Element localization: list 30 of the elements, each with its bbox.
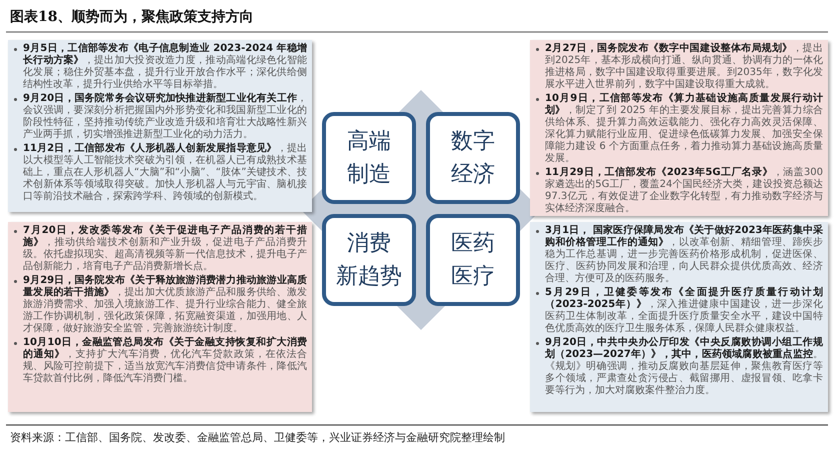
policy-item: 10月10日，金融监管总局发布《关于金融支持恢复和扩大消费的通知》，支持扩大汽车消费，优化汽车贷款政策，在依法合规、风险可控前提下，适当放宽汽车消费信贷申请条件，降低汽车贷款首付比例，降低汽车消费门槛。 [11, 337, 307, 385]
policy-item: 5月29日，卫健委等发布《全面提升医疗质量行动计划（2023-2025年）》，深入推进健康中国建设，进一步深化医药卫生体制改革，全面提升医疗质量安全水平，建设中国特色优质高效的医疗卫生服务体系，保障人民群众健康权益。 [533, 287, 823, 335]
policy-item: 9月29日，国务院发布《关于释放旅游消费潜力推动旅游业高质量发展的若干措施》，提出加大优质旅游产品和服务供给、激发旅游消费需求、加强入境旅游工作、提升行业综合能力、健全旅游工作协调机制，强化政策保障，拓宽融资渠道，加强用地、人才保障，做好旅游安全监管，完善旅游统计制度。 [11, 275, 307, 335]
policy-item: 2月27日，国务院发布《数字中国建设整体布局规划》，提出到2025年，基本形成横向打通、纵向贯通、协调有力的一体化推进格局，数字中国建设取得重要进展。到2035年，数字化发展水平进入世界前列，数字中国建设取得重大成就。 [533, 43, 823, 91]
topic-label: 医疗 [451, 263, 495, 291]
policy-panel [8, 40, 312, 212]
policy-item: 7月20日，发改委等发布《关于促进电子产品消费的若干措施》，推动供给端技术创新和产业升级，促进电子产品消费升级。依托虚拟现实、超高清视频等新一代信息技术，提升电子产品创新能力，培育电子产品消费新增长点。 [11, 225, 307, 273]
topic-label: 医药 [451, 230, 495, 258]
policy-item: 11月29日，工信部发布《2023年5G工厂名录》，涵盖300家遴选出的5G工厂，覆盖24个国民经济大类，建设投资总额达97.3亿元，有效促进了企业数字化转型，有力推动数字经济与实体经济深度融合。 [533, 167, 823, 215]
topic-label: 数字 [451, 128, 495, 156]
policy-item: 11月2日，工信部发布《人形机器人创新发展指导意见》，提出以大模型等人工智能技术突破为引领，在机器人已有成熟技术基础上，重点在人形机器人“大脑”和“小脑”、“肢体”关键技术、技术创新体系等领域取得突破。加快人形机器人与元宇宙、脑机接口等前沿技术融合，探索跨学科、跨领域的创新模式。 [11, 143, 307, 203]
policy-item: 9月20日，国务院常务会议研究加快推进新型工业化有关工作，会议强调，要深刻分析把握国内外形势变化和我国新型工业化的阶段性特征，坚持推动传统产业改造升级和培育壮大战略性新兴产业两手抓，切实增强推进新型工业化的动力活力。 [11, 93, 307, 141]
source-note: 资料来源：工信部、国务院、发改委、金融监管总局、卫健委等，兴业证券经济与金融研究院整理绘制 [10, 430, 505, 445]
policy-item: 3月1日， 国家医疗保障局发布《关于做好2023年医药集中采购和价格管理工作的通知》，以改革创新、精细管理、蹄疾步稳为工作总基调，进一步完善医药价格形成机制，促进医保、医疗、医药协同发展和治理，向人民群众提供优质高效、经济合理、方便可及的医药服务。 [533, 225, 823, 285]
topic-label: 消费 [347, 230, 391, 258]
topic-tile [426, 112, 520, 204]
topic-tile [426, 214, 520, 306]
topic-label: 高端 [347, 128, 391, 156]
topic-label: 新趋势 [336, 263, 402, 291]
topic-label: 制造 [347, 161, 391, 189]
policy-panel [530, 222, 828, 412]
topic-label: 经济 [451, 161, 495, 189]
policy-item: 9月5日，工信部等发布《电子信息制造业 2023-2024 年稳增长行动方案》，提出加大投资改造力度，推动高端化绿色化智能化发展；稳住外贸基本盘，提升行业开放合作水平；深化供给侧结构性改革，提升行业供给水平等目标举措。 [11, 43, 307, 91]
chart-title: 图表18、顺势而为，聚焦政策支持方向 [10, 8, 254, 26]
policy-item: 9月20日，中共中央办公厅印发《中央反腐败协调小组工作规划（2023—2027年）》，其中，医药领域腐败被重点监控。《规划》明确强调，推动反腐败向基层延伸，聚焦教育医疗等多个领域，严肃查处贪污侵占、截留挪用、虚报冒领、吃拿卡要等行为，加大对腐败案件整治力度。 [533, 337, 823, 397]
policy-item: 10月9日，工信部等发布《算力基础设施高质量发展行动计划》，制定了到 2025 年的主要发展目标，提出完善算力综合供给体系、提升算力高效运载能力、强化存力高效灵活保障、深化算力赋能行业应用、促进绿色低碳算力发展、加强安全保障能力建设 6 个方面重点任务，着力推动算力基础设施高质量发展。 [533, 93, 823, 165]
topic-tile [322, 214, 416, 306]
policy-panel [8, 222, 312, 412]
topic-tile [322, 112, 416, 204]
policy-panel [530, 40, 828, 216]
